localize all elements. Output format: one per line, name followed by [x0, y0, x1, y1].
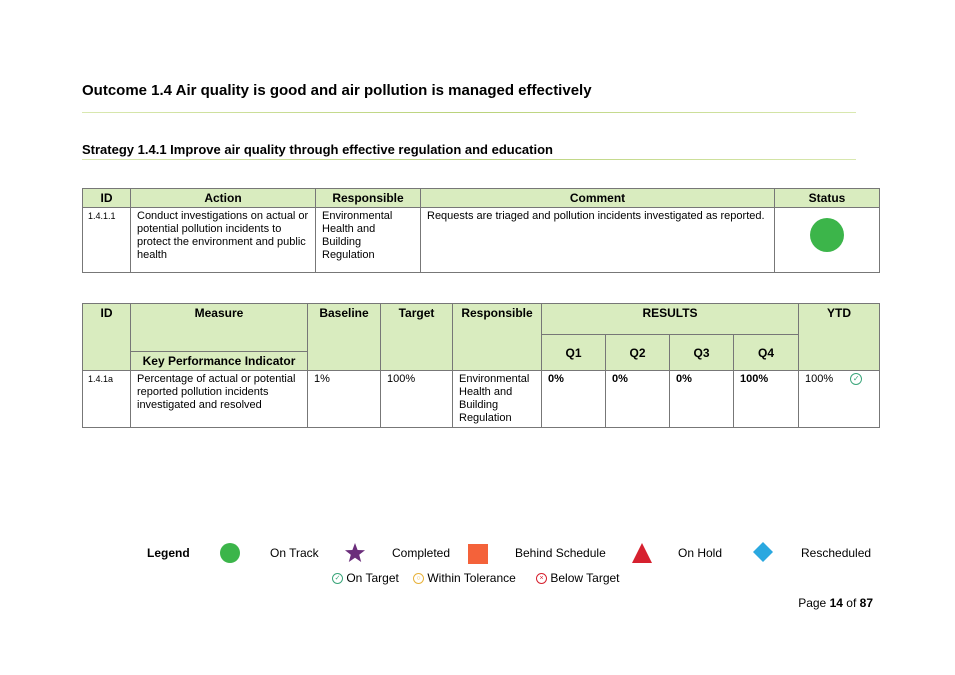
col-header-id: ID	[82, 303, 131, 371]
measures-table: ID Measure Baseline Target Responsible R…	[82, 303, 880, 428]
action-responsible: Environmental Health and Building Regula…	[315, 207, 421, 273]
col-header-q4: Q4	[733, 334, 799, 371]
measure-text: Percentage of actual or potential report…	[130, 370, 308, 428]
col-header-id: ID	[82, 188, 131, 208]
measure-responsible: Environmental Health and Building Regula…	[452, 370, 542, 428]
legend-within-tolerance: ○ Within Tolerance	[413, 571, 516, 585]
measure-baseline: 1%	[307, 370, 381, 428]
on-target-check-icon: ✓	[850, 373, 863, 386]
legend-on-target: ✓ On Target	[332, 571, 399, 585]
legend-on-hold: On Hold	[678, 546, 723, 560]
outcome-title: Outcome 1.4 Air quality is good and air …	[82, 82, 592, 99]
legend-within-tolerance-label: Within Tolerance	[427, 571, 516, 585]
measure-target: 100%	[380, 370, 453, 428]
strategy-underline	[82, 159, 856, 160]
legend-on-target-label: On Target	[346, 571, 399, 585]
col-header-q1: Q1	[541, 334, 606, 371]
col-header-kpi: Key Performance Indicator	[130, 351, 308, 371]
col-header-responsible: Responsible	[315, 188, 421, 208]
actions-table: ID Action Responsible Comment Status 1.4…	[82, 188, 880, 273]
on-track-circle-icon	[220, 543, 240, 563]
col-header-q2: Q2	[605, 334, 670, 371]
strategy-title: Strategy 1.4.1 Improve air quality throu…	[82, 142, 553, 157]
title-underline	[82, 112, 856, 113]
actions-header-row: ID Action Responsible Comment Status	[82, 188, 880, 208]
measure-ytd: 100%	[805, 373, 834, 385]
col-header-results: RESULTS	[541, 303, 799, 335]
col-header-measure: Measure	[130, 303, 308, 335]
page-of: of	[846, 596, 857, 610]
legend-below-target: × Below Target	[536, 571, 620, 585]
legend-rescheduled: Rescheduled	[801, 546, 872, 560]
table-row: 1.4.1a Percentage of actual or potential…	[82, 370, 880, 428]
on-target-check-icon: ✓	[332, 573, 343, 585]
on-hold-triangle-icon	[632, 543, 652, 563]
measure-header-spacer	[130, 334, 308, 352]
measure-q2: 0%	[605, 370, 670, 428]
rescheduled-diamond-icon	[753, 542, 773, 562]
col-header-q3: Q3	[669, 334, 734, 371]
action-comment: Requests are triaged and pollution incid…	[420, 207, 775, 273]
col-header-baseline: Baseline	[307, 303, 381, 371]
measure-ytd-cell: 100% ✓	[798, 370, 880, 428]
col-header-target: Target	[380, 303, 453, 371]
action-text: Conduct investigations on actual or pote…	[130, 207, 316, 273]
measure-q1: 0%	[541, 370, 606, 428]
measure-q3: 0%	[669, 370, 734, 428]
within-tolerance-icon: ○	[413, 573, 424, 585]
col-header-ytd: YTD	[798, 303, 880, 371]
action-status-cell	[774, 207, 880, 273]
col-header-responsible: Responsible	[452, 303, 542, 371]
action-id: 1.4.1.1	[82, 207, 131, 273]
measure-id: 1.4.1a	[82, 370, 131, 428]
behind-schedule-square-icon	[468, 544, 488, 564]
legend-behind-schedule: Behind Schedule	[515, 546, 606, 560]
completed-star-icon	[345, 543, 365, 562]
col-header-status: Status	[774, 188, 880, 208]
legend-title: Legend	[147, 546, 190, 560]
page-prefix: Page	[798, 596, 827, 610]
table-row: 1.4.1.1 Conduct investigations on actual…	[82, 207, 880, 273]
measure-q4: 100%	[733, 370, 799, 428]
col-header-comment: Comment	[420, 188, 775, 208]
page-number: Page 14 of 87	[798, 596, 873, 610]
legend-below-target-label: Below Target	[550, 571, 620, 585]
page-total: 87	[859, 596, 873, 610]
on-track-status-icon	[810, 218, 844, 252]
legend-completed: Completed	[392, 546, 451, 560]
legend-on-track: On Track	[270, 546, 319, 560]
page-current: 14	[829, 596, 843, 610]
col-header-action: Action	[130, 188, 316, 208]
below-target-x-icon: ×	[536, 573, 547, 585]
